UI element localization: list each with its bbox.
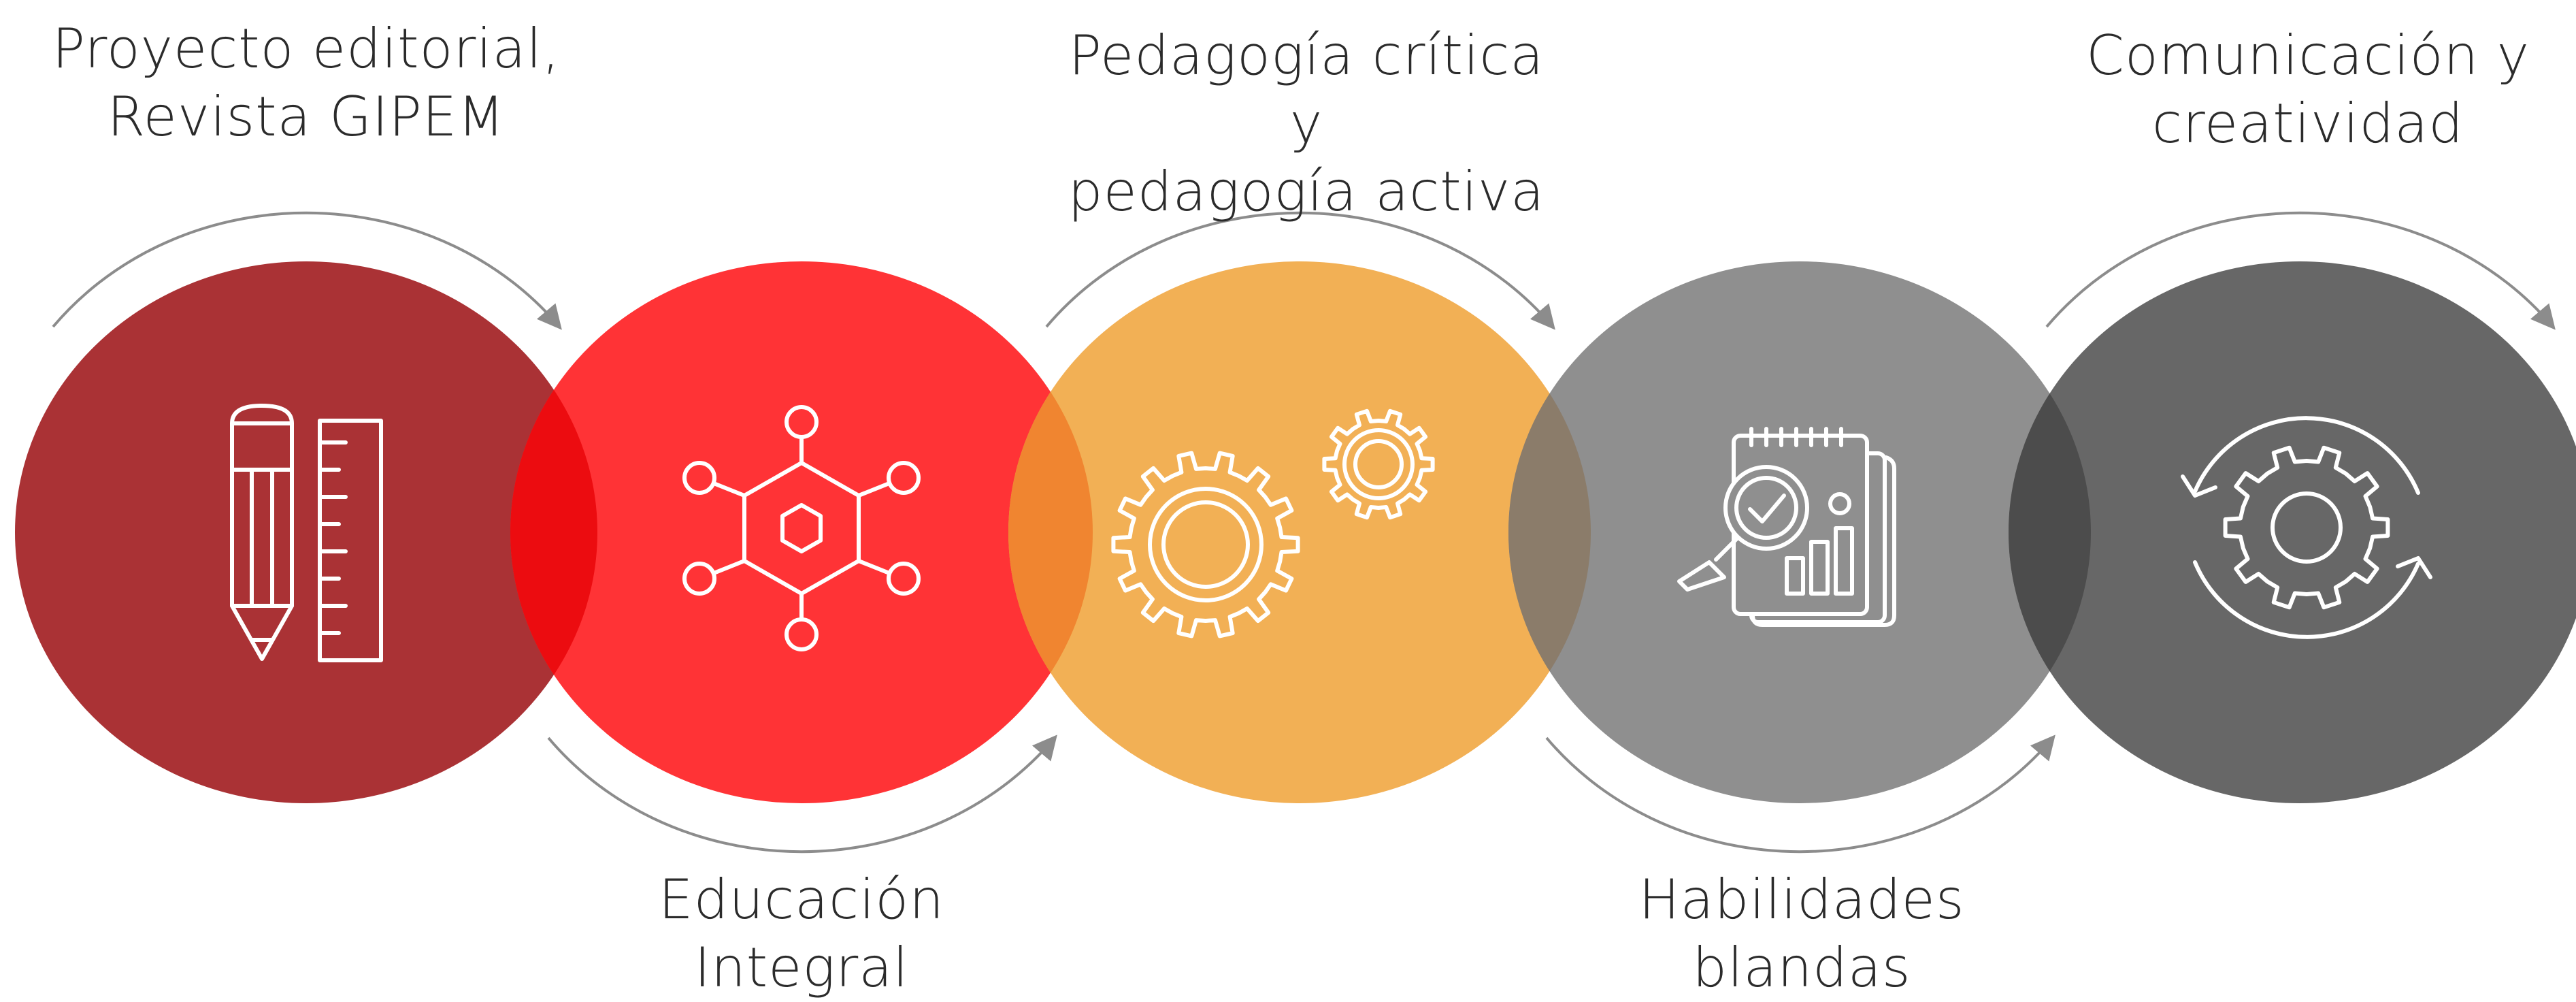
step-circle-5 [2009, 261, 2576, 803]
flow-arrow-3 [1045, 211, 1555, 330]
step-label-5-line-2: creatividad [2151, 92, 2464, 155]
report-magnifier-icon [1677, 427, 1896, 627]
flow-arrow-2 [547, 734, 1057, 854]
step-label-3-line-1: Pedagogía crítica y [1068, 24, 1545, 155]
step-label-3-line-2: pedagogía activa [1068, 160, 1545, 223]
step-circle-3 [1008, 261, 1591, 803]
flow-arrow-1 [52, 211, 562, 330]
flow-arrow-5 [2045, 211, 2556, 330]
step-label-1-line-1: Proyecto editorial, [52, 17, 561, 80]
step-circle-1 [15, 261, 597, 803]
step-label-5-line-1: Comunicación y [2085, 24, 2530, 87]
step-label-2: Educación Integral [543, 866, 1060, 1002]
step-label-4-line-2: blandas [1692, 936, 1911, 999]
step-label-4-line-1: Habilidades [1638, 868, 1965, 931]
step-label-2-line-2: Integral [694, 936, 909, 999]
pencil-ruler-icon [230, 404, 383, 662]
gear-cycle-icon [2181, 416, 2432, 639]
step-label-2-line-1: Educación [659, 868, 944, 931]
step-label-5: Comunicación y creatividad [2049, 22, 2566, 158]
step-label-1: Proyecto editorial, Revista GIPEM [48, 15, 565, 151]
step-circle-2 [510, 261, 1093, 803]
step-label-4: Habilidades blandas [1543, 866, 2060, 1002]
step-label-3: Pedagogía crítica y pedagogía activa [1048, 22, 1565, 226]
flow-arrow-4 [1545, 734, 2055, 854]
step-label-1-line-2: Revista GIPEM [107, 85, 506, 148]
gears-icon [1111, 408, 1435, 639]
hexagon-network-icon [682, 405, 921, 651]
